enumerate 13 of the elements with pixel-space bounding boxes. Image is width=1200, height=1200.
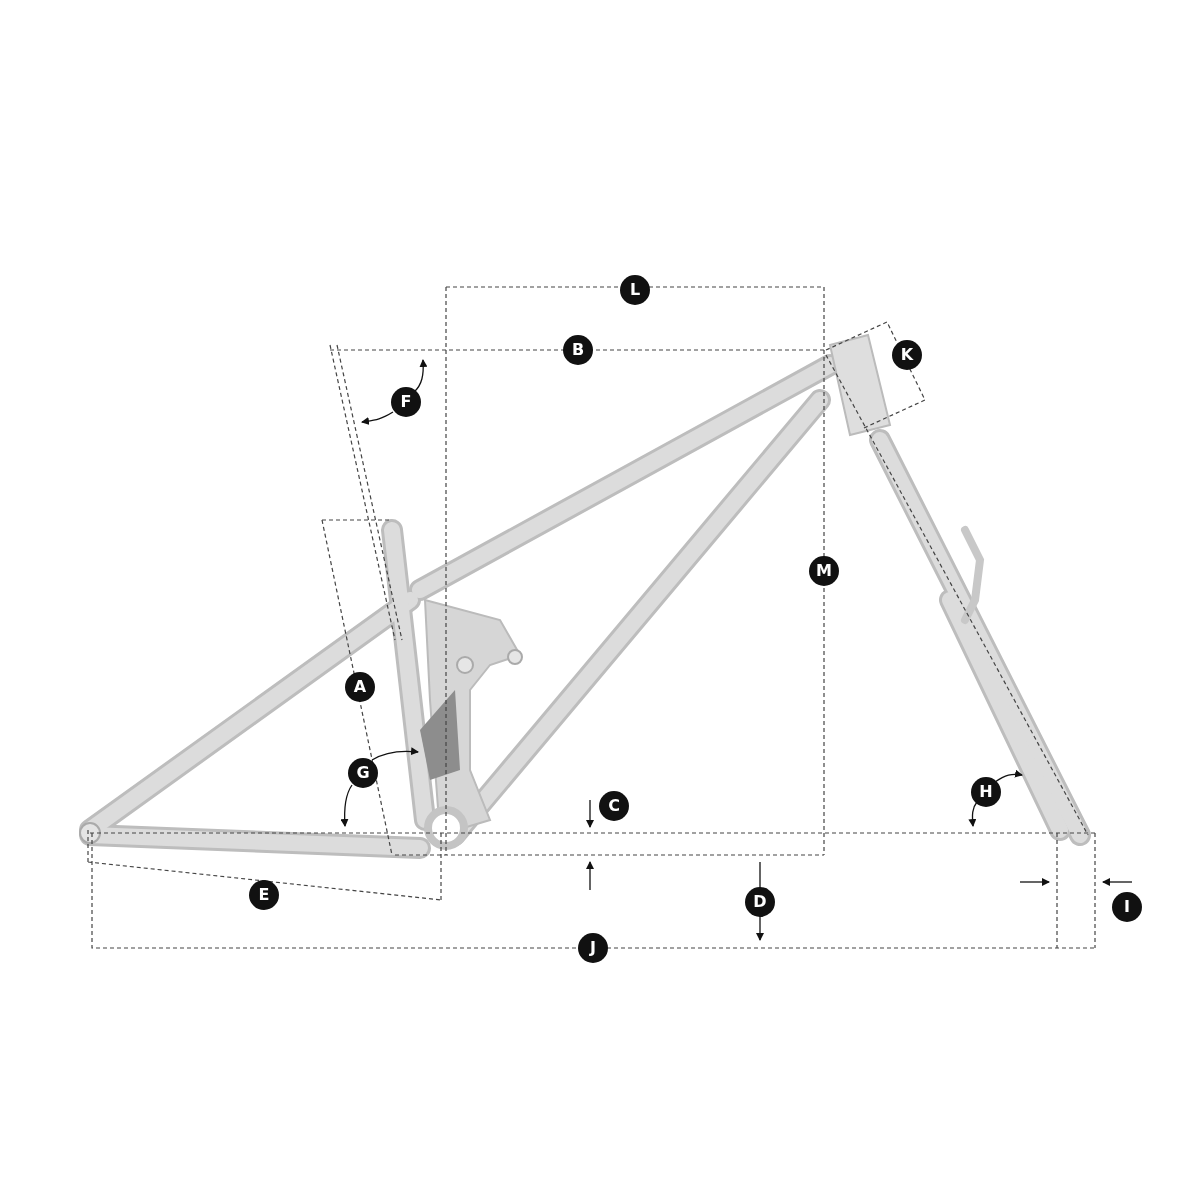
callout-letter: D: [745, 887, 775, 917]
callout-letter: G: [348, 758, 378, 788]
callout-letter: E: [249, 880, 279, 910]
callout-letter: C: [599, 791, 629, 821]
callout-letter: M: [809, 556, 839, 586]
callout-letter: F: [391, 387, 421, 417]
callout-letter: B: [563, 335, 593, 365]
callout-letter: J: [578, 933, 608, 963]
callout-letter: A: [345, 672, 375, 702]
callout-letter: I: [1112, 892, 1142, 922]
callout-letter: L: [620, 275, 650, 305]
callout-letter: H: [971, 777, 1001, 807]
callout-letter: K: [892, 340, 922, 370]
